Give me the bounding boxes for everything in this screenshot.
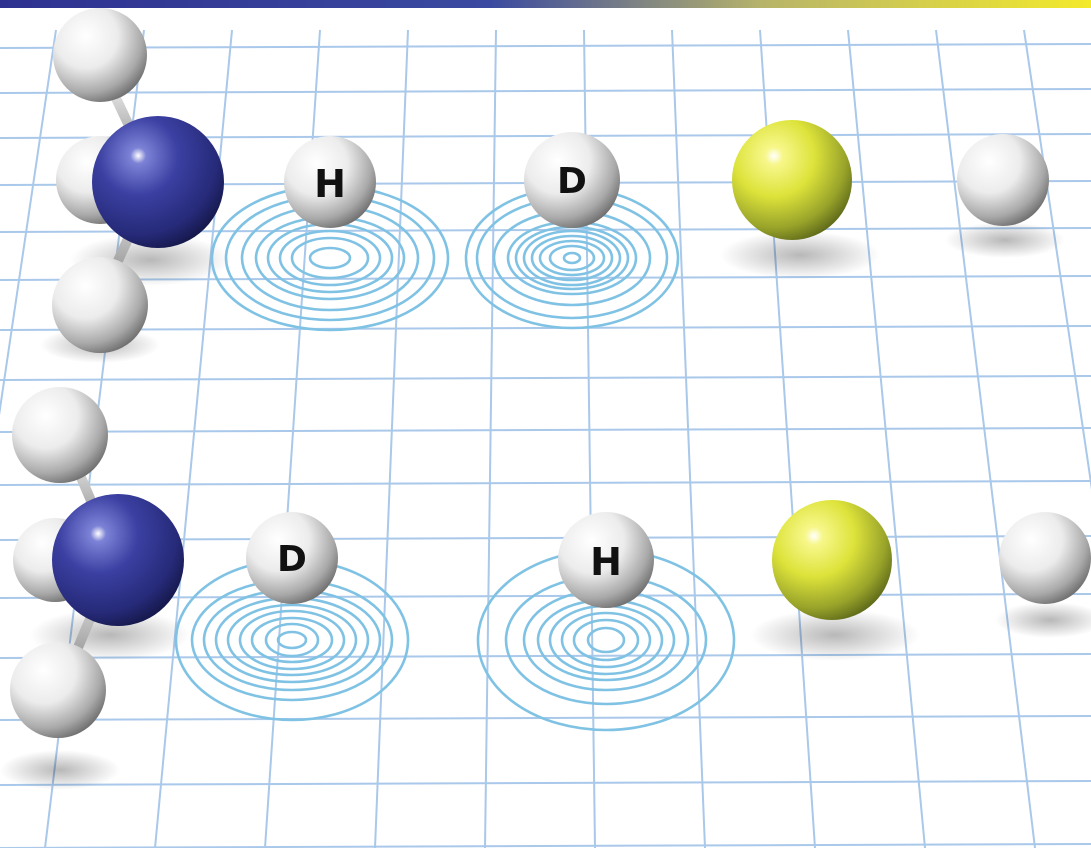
molecule-top-left: H [52, 8, 376, 353]
orbital-ring [572, 618, 640, 662]
sulfur-atom [772, 500, 892, 620]
grid-line [0, 29, 57, 416]
molecule-bottom-right: H [558, 500, 1091, 620]
grid-line [0, 780, 1091, 786]
orbital-ring [548, 604, 664, 676]
nitrogen-atom [52, 494, 184, 626]
molecule-bottom-left: D [10, 387, 338, 738]
orbital-ring [276, 630, 308, 650]
orbital-ring [522, 229, 622, 287]
shadows [0, 222, 1091, 790]
orbital-ring [290, 236, 370, 280]
grid-line [484, 29, 497, 848]
grid-line [0, 325, 1091, 331]
grid-line [935, 29, 1036, 848]
orbital-ring [308, 246, 352, 270]
grid-line [0, 43, 1091, 49]
orbital-ring [238, 609, 346, 671]
orbital-ring [560, 611, 652, 669]
grid-line [0, 480, 1091, 486]
grid-line [0, 427, 1091, 433]
grid-line [847, 29, 926, 848]
sulfur-atom [732, 120, 852, 240]
grid-line [0, 535, 1091, 541]
orbital-rings [174, 184, 736, 732]
orbital-ring [226, 603, 358, 677]
orbital-ring [250, 616, 334, 664]
orbital-ring [538, 239, 606, 277]
header-gradient-bar [0, 0, 1091, 8]
hydrogen-atom [957, 134, 1049, 226]
grid-line [0, 375, 1091, 381]
hydrogen-atom-labeled [284, 136, 376, 228]
orbital-ring [264, 622, 320, 658]
atom-label: H [590, 540, 622, 584]
hydrogen-atom [10, 642, 106, 738]
grid-line [0, 88, 1091, 94]
grid-line [0, 843, 1091, 848]
molecule-top-right: D [524, 120, 1049, 240]
hydrogen-atom [12, 387, 108, 483]
grid-line [0, 653, 1091, 659]
orbital-ring [562, 251, 582, 265]
orbital-ring [278, 229, 382, 287]
orbital-ring [530, 234, 614, 282]
atom-label: D [557, 161, 587, 202]
grid-line [671, 29, 706, 848]
hydrogen-atom [53, 8, 147, 102]
atom-label: D [277, 539, 307, 580]
orbital-ring [586, 626, 626, 654]
hydrogen-atom [999, 512, 1091, 604]
orbital-ring [548, 244, 596, 272]
hydrogen-atom-labeled [558, 512, 654, 608]
grid-line [374, 29, 409, 848]
hydrogen-atom-labeled [524, 132, 620, 228]
orbital-ring [254, 215, 406, 301]
hydrogen-atom-labeled [246, 512, 338, 604]
atom-label: H [314, 162, 346, 206]
orbital-ring [266, 222, 394, 294]
grid-line [0, 593, 1091, 599]
orbital-ring [506, 220, 638, 296]
nitrogen-atom [92, 116, 224, 248]
hydrogen-atom [52, 257, 148, 353]
